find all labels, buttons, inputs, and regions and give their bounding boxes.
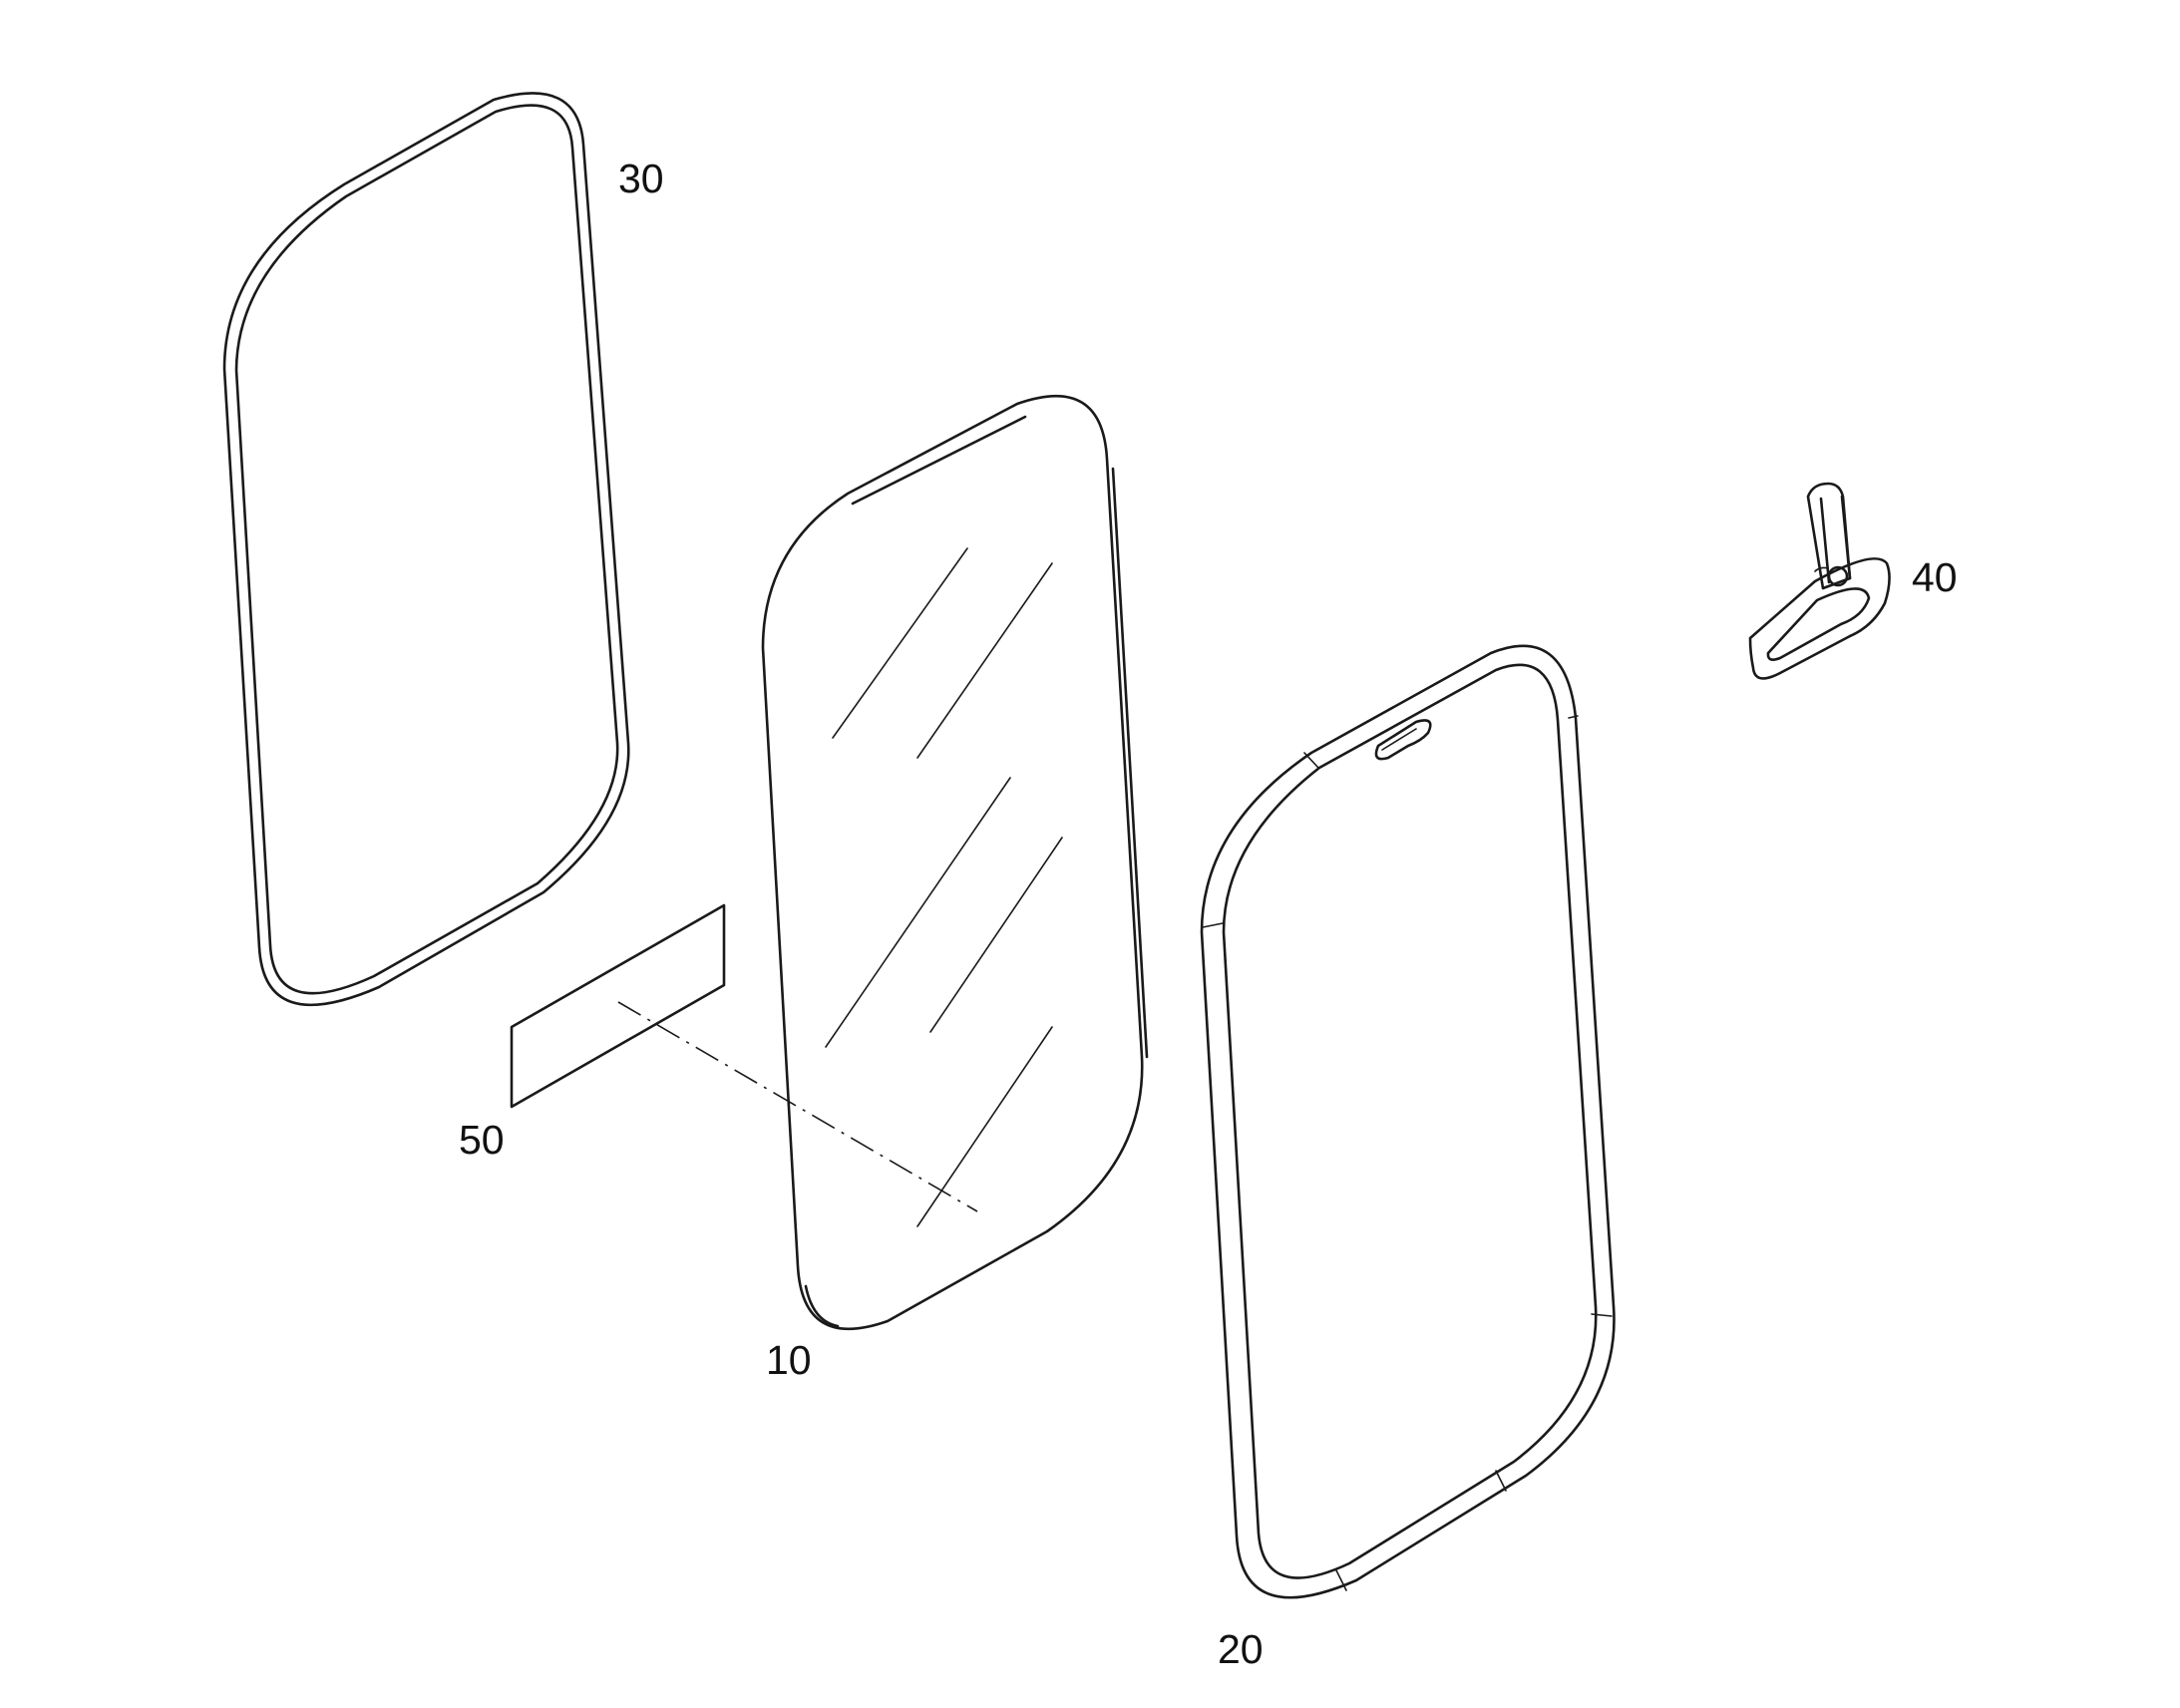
glass-pane (761, 394, 1149, 1331)
clip-slot (1374, 719, 1432, 761)
label-tag (510, 903, 726, 1109)
ref-label-10: 10 (766, 1337, 812, 1383)
ref-label-50: 50 (459, 1117, 505, 1163)
window-frame (1200, 644, 1616, 1599)
assembly-centerline (617, 1001, 978, 1212)
seal-ring (222, 92, 630, 1007)
ref-label-20: 20 (1218, 1626, 1264, 1672)
ref-label-30: 30 (618, 156, 664, 201)
clip-part (1748, 482, 1891, 680)
ref-label-40: 40 (1912, 554, 1958, 600)
